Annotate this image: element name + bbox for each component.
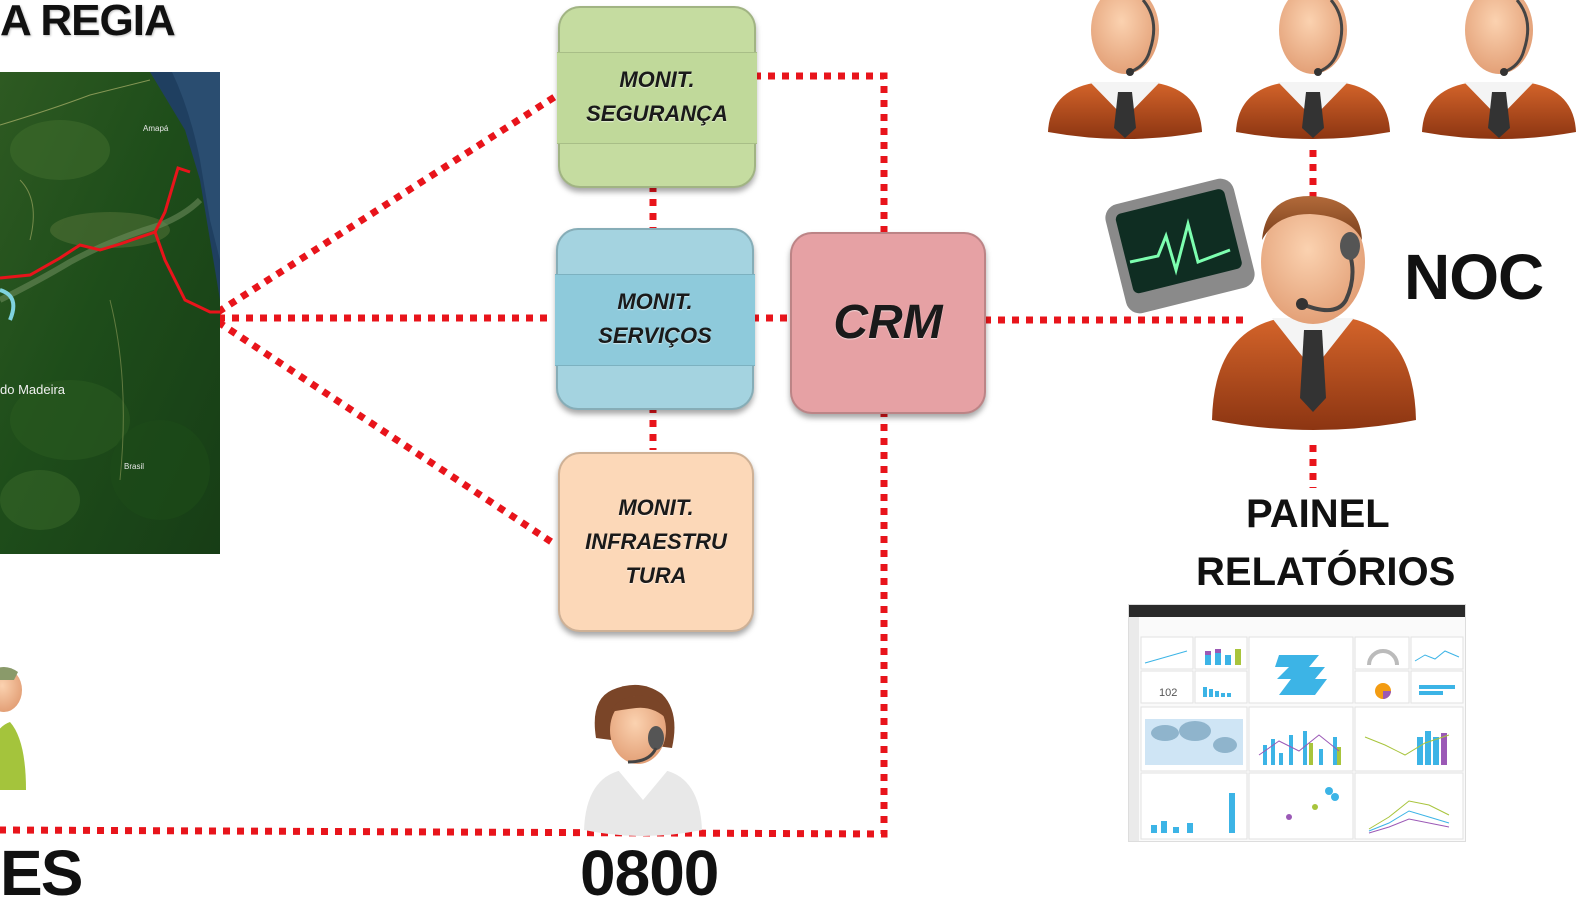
monit-servicos-box[interactable]: MONIT. SERVIÇOS xyxy=(555,228,755,410)
connector-crm-0800 xyxy=(0,410,888,838)
clients-label: ES xyxy=(0,837,83,909)
monit-seguranca-box[interactable]: MONIT. SEGURANÇA xyxy=(557,6,757,188)
connector-map-infra xyxy=(216,319,558,548)
crm-label: CRM xyxy=(833,296,943,349)
hotline-label: 0800 xyxy=(580,837,719,909)
report-dashboard-thumbnail[interactable]: 102 xyxy=(1128,604,1466,842)
map-label-amapa: Amapá xyxy=(143,124,169,133)
monit-seguranca-label: MONIT. SEGURANÇA xyxy=(586,67,728,126)
monit-infraestrutura-box[interactable]: MONIT. INFRAESTRU TURA xyxy=(558,452,754,632)
crm-box[interactable]: CRM xyxy=(790,232,986,414)
map-title: A REGIA xyxy=(0,0,176,45)
noc-label: NOC xyxy=(1404,241,1544,313)
monit-infraestrutura-label: MONIT. INFRAESTRU TURA xyxy=(585,495,727,588)
map-label-madeira: do Madeira xyxy=(0,382,66,397)
map-label-brasil: Brasil xyxy=(124,462,145,471)
painel-title-line2: RELATÓRIOS xyxy=(1196,550,1456,594)
connector-seguranca-crm xyxy=(754,72,888,232)
painel-title-line1: PAINEL xyxy=(1246,492,1390,536)
monit-servicos-label: MONIT. SERVIÇOS xyxy=(598,289,712,348)
connector-map-seguranca xyxy=(216,93,558,315)
dashboard-kpi-value: 102 xyxy=(1159,687,1178,699)
